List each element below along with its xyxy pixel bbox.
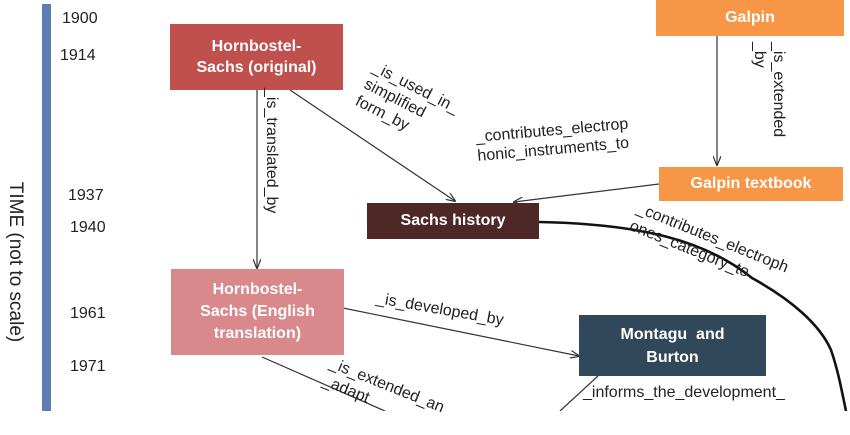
year-1940: 1940 (70, 219, 106, 236)
edge-label-is-extended-by: _is_extended _by (751, 42, 787, 138)
node-galpin: Galpin (656, 0, 844, 36)
node-sachs-history: Sachs history (367, 203, 539, 239)
diagram-connectors (0, 36, 848, 411)
year-1961: 1961 (70, 305, 106, 322)
year-1914: 1914 (60, 47, 96, 64)
edge-category-curve (538, 220, 848, 411)
node-hornbostel-sachs-original: Hornbostel- Sachs (original) (170, 24, 343, 90)
node-sachs-history-label: Sachs history (400, 212, 506, 229)
edge-used-in-line (289, 89, 455, 201)
node-galpin-textbook-label: Galpin textbook (690, 175, 812, 192)
year-1900: 1900 (62, 10, 98, 27)
node-hornbostel-sachs-original-label: Hornbostel- Sachs (original) (196, 38, 317, 76)
node-hornbostel-sachs-english-label: Hornbostel- Sachs (English translation) (200, 281, 315, 342)
year-1971: 1971 (70, 358, 106, 375)
time-axis-bar (42, 4, 51, 411)
year-1937: 1937 (68, 187, 104, 204)
edge-informs-line (559, 375, 599, 411)
node-hornbostel-sachs-english: Hornbostel- Sachs (English translation) (171, 269, 344, 355)
edge-label-is-translated-by: _is_translated_by (263, 88, 280, 214)
edge-label-informs-development: _informs_the_development_ (583, 384, 785, 401)
node-galpin-label: Galpin (725, 9, 775, 26)
edge-developed-line (342, 307, 579, 356)
edge-electrophonic-line (514, 183, 660, 202)
edge-extended-adapted-line (261, 356, 386, 411)
node-montagu-burton-label: Montagu and Burton (620, 325, 725, 366)
node-montagu-burton: Montagu and Burton (579, 315, 766, 376)
node-galpin-textbook: Galpin textbook (659, 167, 843, 201)
